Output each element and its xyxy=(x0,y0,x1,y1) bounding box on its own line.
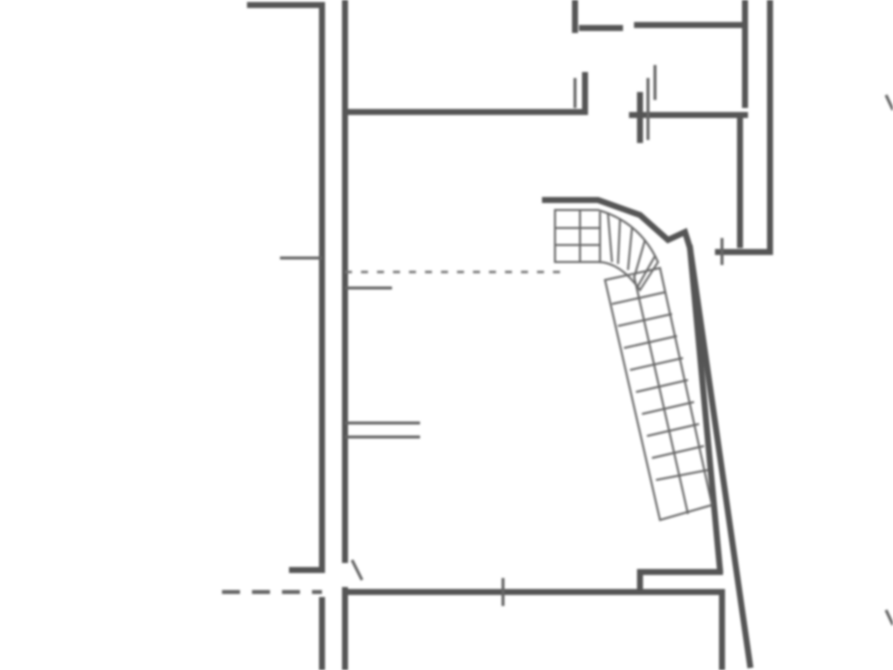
top-room-walls xyxy=(342,0,748,115)
service-rooms-walls xyxy=(629,0,773,265)
exterior-wall-left xyxy=(247,0,348,670)
staircase xyxy=(554,209,714,522)
right-edge-marks xyxy=(884,94,893,626)
stair-wall xyxy=(542,197,754,669)
dimension-marks xyxy=(345,286,420,581)
bottom-room-walls xyxy=(342,569,725,670)
door-marks xyxy=(573,78,650,140)
